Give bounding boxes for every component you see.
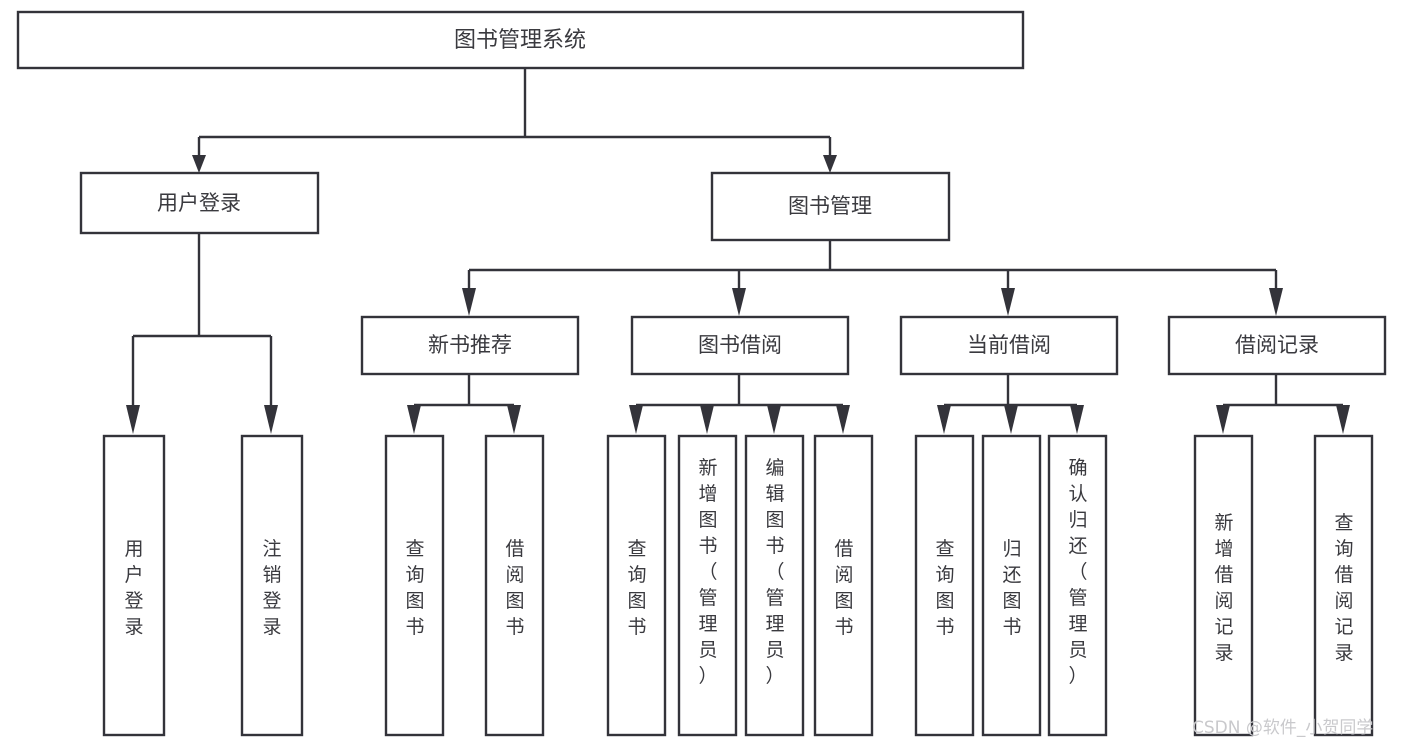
- leaf-add-book-admin-label: 新增图书（管理员）: [698, 457, 717, 687]
- node-current-borrow[interactable]: 当前借阅: [899, 315, 1119, 376]
- arrowhead-current-borrow-leaf-1: [937, 405, 951, 434]
- node-borrow-record[interactable]: 借阅记录: [1167, 315, 1387, 376]
- arrowhead-new-book-leaf-1: [407, 405, 421, 434]
- leaf-add-borrow-record-box: [1193, 434, 1254, 737]
- leaf-current-query-book-box: [914, 434, 975, 737]
- leaf-query-borrow-record-box: [1313, 434, 1374, 737]
- leaf-user-login-box: [102, 434, 166, 737]
- connector-layer: [126, 68, 1350, 434]
- leaf-return-book-label: 归还图书: [1002, 538, 1021, 638]
- leaf-borrow-book-box: [813, 434, 874, 737]
- node-new-book-recommend-label: 新书推荐: [428, 333, 512, 357]
- node-book-manage-box: [710, 171, 951, 242]
- arrowhead-leaf-logout: [264, 405, 278, 434]
- arrowhead-book-borrow: [732, 288, 746, 316]
- leaf-logout[interactable]: 注销登录: [240, 434, 304, 737]
- leaf-add-borrow-record[interactable]: 新增借阅记录: [1193, 434, 1254, 737]
- arrowhead-borrow-record-leaf-1: [1216, 405, 1230, 434]
- leaf-new-book-query-box: [384, 434, 445, 737]
- node-new-book-recommend[interactable]: 新书推荐: [360, 315, 580, 376]
- node-new-book-recommend-box: [360, 315, 580, 376]
- leaf-new-book-borrow-label: 借阅图书: [505, 538, 524, 638]
- leaf-edit-book-admin-label: 编辑图书（管理员）: [765, 457, 784, 687]
- arrowhead-book-manage: [823, 155, 837, 173]
- node-book-borrow[interactable]: 图书借阅: [630, 315, 850, 376]
- leaf-add-book-admin-box: [677, 434, 738, 737]
- node-user-login-box: [79, 171, 320, 235]
- node-borrow-record-box: [1167, 315, 1387, 376]
- arrowhead-new-book: [462, 288, 476, 316]
- leaf-query-borrow-record-label: 查询借阅记录: [1334, 512, 1353, 664]
- leaf-borrow-query-book-box: [606, 434, 667, 737]
- arrowhead-book-borrow-leaf-2: [700, 405, 714, 434]
- leaf-new-book-borrow-box: [484, 434, 545, 737]
- arrowhead-user-login: [192, 155, 206, 173]
- node-book-manage[interactable]: 图书管理: [710, 171, 951, 242]
- leaf-query-borrow-record[interactable]: 查询借阅记录: [1313, 434, 1374, 737]
- arrowhead-book-borrow-leaf-4: [836, 405, 850, 434]
- leaf-new-book-borrow[interactable]: 借阅图书: [484, 434, 545, 737]
- node-root-label: 图书管理系统: [454, 28, 586, 53]
- leaf-logout-box: [240, 434, 304, 737]
- node-borrow-record-label: 借阅记录: [1235, 333, 1319, 357]
- arrowhead-new-book-leaf-2: [507, 405, 521, 434]
- leaf-borrow-book-label: 借阅图书: [834, 538, 853, 638]
- leaf-logout-label: 注销登录: [262, 538, 281, 638]
- leaf-current-query-book[interactable]: 查询图书: [914, 434, 975, 737]
- leaf-current-query-book-label: 查询图书: [935, 538, 954, 638]
- leaf-new-book-query-label: 查询图书: [405, 538, 424, 638]
- leaf-edit-book-admin-box: [744, 434, 805, 737]
- arrowhead-current-borrow-leaf-3: [1070, 405, 1084, 434]
- leaf-add-book-admin[interactable]: 新增图书（管理员）: [677, 434, 738, 737]
- leaf-edit-book-admin[interactable]: 编辑图书（管理员）: [744, 434, 805, 737]
- node-user-login-label: 用户登录: [157, 191, 241, 215]
- arrowhead-leaf-user-login: [126, 405, 140, 434]
- csdn-watermark: CSDN @软件_小贺同学: [1192, 718, 1373, 738]
- node-current-borrow-label: 当前借阅: [967, 333, 1051, 357]
- leaf-borrow-query-book[interactable]: 查询图书: [606, 434, 667, 737]
- arrowhead-current-borrow-leaf-2: [1004, 405, 1018, 434]
- leaf-return-book-box: [981, 434, 1042, 737]
- arrowhead-book-borrow-leaf-3: [767, 405, 781, 434]
- arrowhead-borrow-record: [1269, 288, 1283, 316]
- leaf-user-login-label: 用户登录: [124, 538, 143, 638]
- leaf-new-book-query[interactable]: 查询图书: [384, 434, 445, 737]
- node-book-borrow-label: 图书借阅: [698, 333, 782, 357]
- leaf-confirm-return-admin[interactable]: 确认归还（管理员）: [1047, 434, 1108, 737]
- node-book-borrow-box: [630, 315, 850, 376]
- arrowhead-current-borrow: [1001, 288, 1015, 316]
- node-current-borrow-box: [899, 315, 1119, 376]
- leaf-return-book[interactable]: 归还图书: [981, 434, 1042, 737]
- leaf-borrow-book[interactable]: 借阅图书: [813, 434, 874, 737]
- node-user-login[interactable]: 用户登录: [79, 171, 320, 235]
- leaf-confirm-return-admin-box: [1047, 434, 1108, 737]
- node-root-box: [16, 10, 1025, 70]
- node-root[interactable]: 图书管理系统: [16, 10, 1025, 70]
- leaf-borrow-query-book-label: 查询图书: [627, 538, 646, 638]
- leaf-user-login[interactable]: 用户登录: [102, 434, 166, 737]
- arrowhead-book-borrow-leaf-1: [629, 405, 643, 434]
- leaf-add-borrow-record-label: 新增借阅记录: [1214, 512, 1233, 664]
- leaf-confirm-return-admin-label: 确认归还（管理员）: [1068, 457, 1087, 687]
- arrowhead-borrow-record-leaf-2: [1336, 405, 1350, 434]
- node-book-manage-label: 图书管理: [788, 194, 872, 218]
